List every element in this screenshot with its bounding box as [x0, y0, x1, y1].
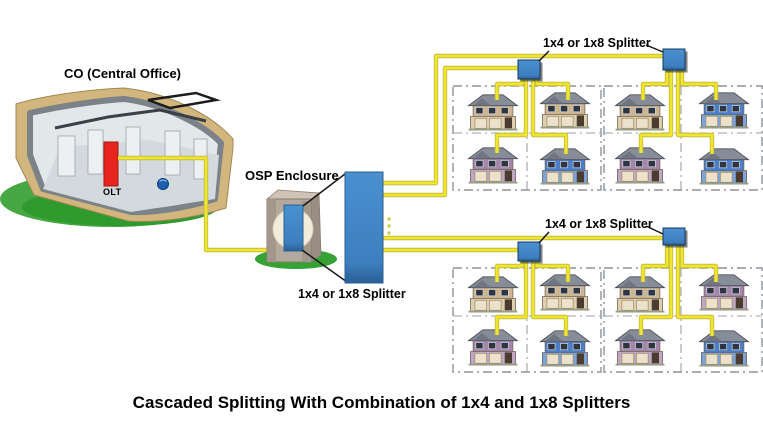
house-icon: [540, 274, 590, 311]
main-splitter: [344, 171, 384, 284]
co-building-illustration: [0, 87, 234, 227]
cable-tray-loop: [147, 91, 221, 110]
distribution-cable: [383, 66, 519, 197]
house-icon: [699, 148, 749, 185]
central-office-label: CO (Central Office): [64, 66, 182, 81]
splitter-box-3: [517, 241, 543, 264]
splitter-box-4: [662, 227, 688, 248]
feeder-cable: [118, 156, 276, 252]
label-pointer-lines: [538, 44, 664, 244]
distribution-cable: [383, 54, 664, 185]
drop-cable: [676, 245, 714, 336]
drop-cable: [676, 70, 714, 154]
osp-enclosure-label: OSP Enclosure: [245, 168, 339, 183]
splitter-box-2: [662, 48, 688, 73]
more-outputs-ellipsis: [387, 217, 391, 235]
olt-label: OLT: [103, 187, 122, 197]
distribution-splitters: [517, 48, 688, 264]
house-icon: [615, 147, 665, 184]
main-splitter-label: 1x4 or 1x8 Splitter: [298, 287, 406, 301]
drop-cable: [495, 79, 528, 153]
drop-cable: [495, 261, 528, 335]
enclosure-splitter: [283, 204, 304, 252]
house-icon: [540, 330, 590, 367]
house-icon: [468, 276, 518, 313]
diagram-caption: Cascaded Splitting With Combination of 1…: [132, 393, 631, 412]
house-icon: [615, 276, 665, 313]
drop-cable: [531, 79, 568, 154]
house-icon: [468, 94, 518, 131]
house-icon: [468, 329, 518, 366]
fiber-cables: [118, 54, 718, 336]
equipment-racks: [57, 126, 208, 180]
house-icon: [615, 329, 665, 366]
bottom-group-splitter-label: 1x4 or 1x8 Splitter: [545, 217, 653, 231]
house-icon: [699, 330, 749, 367]
house-icon: [699, 92, 749, 129]
magnifier-callout-lines: [301, 173, 348, 283]
drop-cable: [680, 245, 718, 282]
olt-box: [103, 141, 119, 187]
drop-cable: [680, 70, 718, 100]
top-group-splitter-label: 1x4 or 1x8 Splitter: [543, 36, 651, 50]
house-icon: [615, 94, 665, 131]
house-icon: [468, 147, 518, 184]
drop-cable: [641, 245, 669, 282]
drop-cable: [639, 245, 673, 335]
house-icon: [540, 148, 590, 185]
drop-cable: [531, 261, 568, 336]
cable-tray: [54, 108, 207, 130]
house-icon: [699, 274, 749, 311]
house-icon: [540, 92, 590, 129]
splitter-box-1: [517, 59, 543, 82]
osp-enclosure-illustration: [255, 189, 337, 269]
drop-cable: [679, 245, 719, 282]
drop-cable: [639, 70, 673, 153]
drop-cable: [641, 70, 669, 100]
